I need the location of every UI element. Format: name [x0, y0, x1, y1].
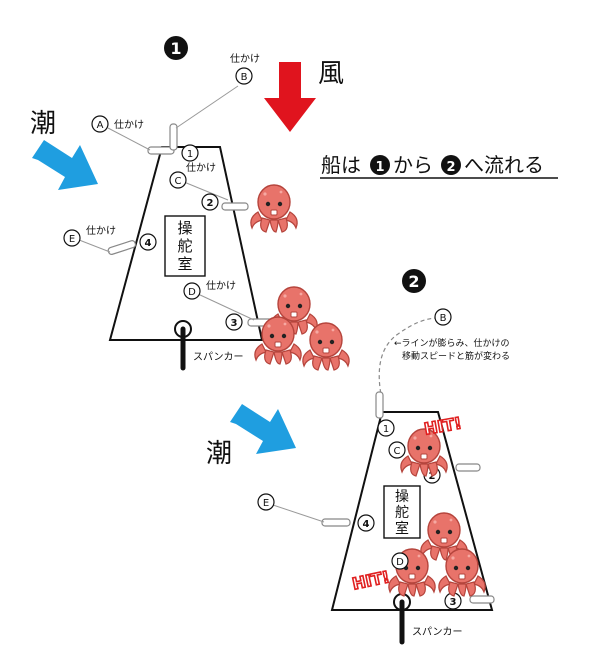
rig-c-label: 仕かけ — [186, 161, 216, 174]
boat-1-cabin-char: 室 — [177, 255, 192, 273]
rig-d-label: 仕かけ — [206, 279, 236, 292]
caption-middle: から — [393, 153, 433, 177]
tide-arrow-icon — [32, 140, 98, 190]
step-2-badge: 2 — [402, 269, 426, 293]
boat-2-spanker-label: スパンカー — [412, 626, 463, 638]
boat-1-position-2: 2 — [207, 198, 214, 209]
drift-caption: 船は 1 から 2 へ流れる — [320, 153, 558, 179]
step-1-badge: 1 — [164, 36, 188, 60]
tide-label-1: 潮 — [30, 109, 56, 139]
rig-b-label: 仕かけ — [230, 52, 260, 65]
wind-label: 風 — [318, 59, 344, 89]
rig-e-badge: E — [69, 234, 75, 245]
boat-1-position-3: 3 — [231, 318, 238, 329]
step-1-number: 1 — [170, 39, 181, 58]
wind-arrow-icon — [264, 62, 316, 132]
rig-e-label: 仕かけ — [86, 224, 116, 237]
rig-b-badge-2: B — [440, 313, 447, 324]
rig-c-badge-2: C — [394, 446, 401, 457]
caption-number-2: 2 — [446, 160, 455, 175]
rig-c-badge: C — [175, 176, 182, 187]
caption-number-1: 1 — [375, 160, 384, 175]
rig-a-badge: A — [97, 120, 104, 131]
boat-2-cabin-char: 舵 — [395, 505, 409, 521]
boat-2-cabin — [383, 485, 421, 539]
rig-b-badge: B — [241, 72, 248, 83]
boat-2: B 操 舵 室 スパンカー E 1 2 3 4 C — [257, 308, 495, 645]
step-2-number: 2 — [408, 272, 419, 291]
boat-2-cabin-char: 室 — [395, 520, 409, 537]
boat-1-cabin — [164, 215, 206, 277]
boat-1-spanker-label: スパンカー — [193, 351, 244, 363]
caption-suffix: へ流れる — [464, 153, 544, 177]
octopus-icon — [250, 184, 298, 233]
rig-d-badge-2: D — [396, 557, 404, 568]
boat-2-position-1: 1 — [383, 424, 389, 435]
boat-1: 操 舵 室 スパンカー 1 2 3 4 A 仕かけ B 仕かけ — [63, 52, 350, 371]
note-line-2: 移動スピードと筋が変わる — [402, 350, 510, 362]
rig-d-badge: D — [188, 287, 196, 298]
caption-prefix: 船は — [321, 153, 361, 177]
rig-a-label: 仕かけ — [114, 118, 144, 131]
boat-2-cabin-char: 操 — [395, 489, 409, 505]
octopus-icon — [302, 322, 350, 371]
boat-1-cabin-char: 舵 — [177, 237, 192, 255]
tide-arrow-icon — [230, 404, 296, 454]
boat-2-position-4: 4 — [363, 519, 370, 530]
note-line-1: ←ラインが膨らみ、仕かけの — [394, 337, 510, 349]
boat-1-position-4: 4 — [145, 238, 152, 249]
boat-1-cabin-char: 操 — [177, 219, 192, 237]
boat-2-position-3: 3 — [450, 597, 457, 608]
tide-label-2: 潮 — [206, 439, 232, 469]
rig-e-badge-2: E — [263, 498, 269, 509]
boat-1-position-1: 1 — [187, 149, 193, 160]
